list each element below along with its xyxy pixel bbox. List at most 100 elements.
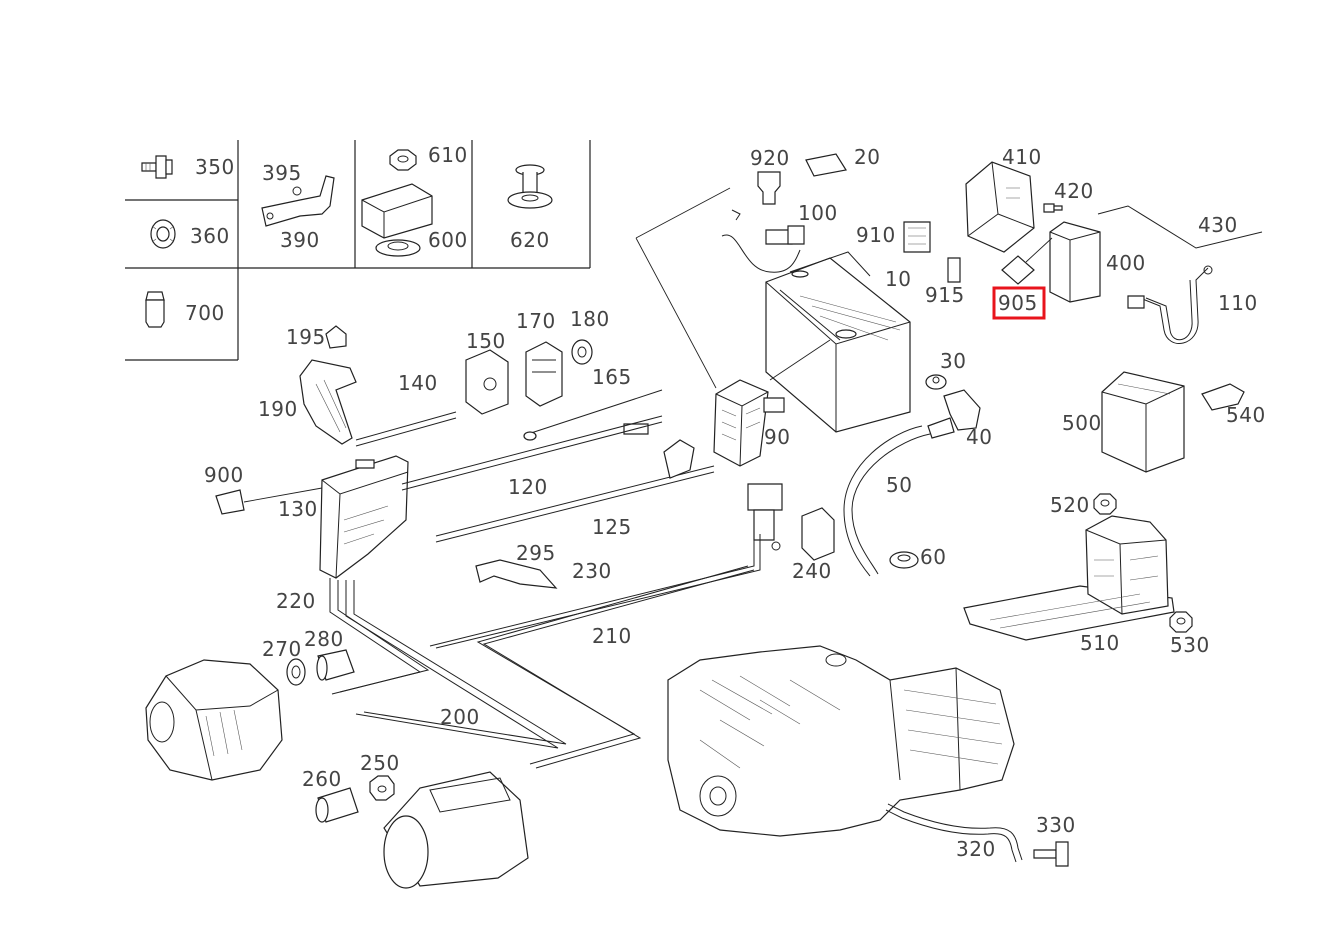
label-250[interactable]: 250 (360, 751, 400, 775)
label-195[interactable]: 195 (286, 325, 326, 349)
label-410[interactable]: 410 (1002, 145, 1042, 169)
label-420[interactable]: 420 (1054, 179, 1094, 203)
cable-220-part[interactable] (329, 578, 430, 695)
label-170[interactable]: 170 (516, 309, 556, 333)
cable-430-part[interactable] (1097, 205, 1263, 249)
cable-120-part[interactable] (401, 415, 663, 491)
label-230[interactable]: 230 (572, 559, 612, 583)
label-190[interactable]: 190 (258, 397, 298, 421)
sensor-900-part[interactable] (215, 487, 323, 515)
relay-assembly-part[interactable] (747, 483, 783, 551)
nut-520-part[interactable] (1093, 493, 1117, 515)
label-110[interactable]: 110 (1218, 291, 1258, 315)
module-170-part[interactable] (525, 341, 563, 407)
label-210[interactable]: 210 (592, 624, 632, 648)
label-915[interactable]: 915 (925, 283, 965, 307)
cable-110-part[interactable] (1127, 265, 1213, 344)
label-610[interactable]: 610 (428, 143, 468, 167)
connector-920-part[interactable] (757, 171, 781, 205)
label-90[interactable]: 90 (764, 425, 790, 449)
label-260[interactable]: 260 (302, 767, 342, 791)
label-390[interactable]: 390 (280, 228, 320, 252)
label-700[interactable]: 700 (185, 301, 225, 325)
fuse-910-part[interactable] (903, 221, 931, 253)
module-150-part[interactable] (465, 349, 509, 415)
nut-360-part[interactable] (150, 219, 176, 249)
label-620[interactable]: 620 (510, 228, 550, 252)
label-430[interactable]: 430 (1198, 213, 1238, 237)
label-280[interactable]: 280 (304, 627, 344, 651)
bracket-295-part[interactable] (475, 559, 558, 589)
label-905[interactable]: 905 (998, 291, 1038, 315)
cap-280-part[interactable] (316, 649, 355, 681)
cable-125-part[interactable] (435, 439, 715, 543)
battery-10-part[interactable] (765, 251, 911, 433)
label-20[interactable]: 20 (854, 145, 880, 169)
nut-250-part[interactable] (369, 775, 395, 801)
label-220[interactable]: 220 (276, 589, 316, 613)
cable-210-part[interactable] (476, 565, 755, 769)
hose-50-part[interactable] (843, 425, 931, 577)
ecu-130-part[interactable] (319, 455, 409, 579)
starter-part[interactable] (383, 771, 529, 889)
label-920[interactable]: 920 (750, 146, 790, 170)
label-905-part[interactable] (1001, 237, 1053, 285)
strap-320-part[interactable] (885, 803, 1023, 863)
label-900[interactable]: 900 (204, 463, 244, 487)
label-500[interactable]: 500 (1062, 411, 1102, 435)
label-530[interactable]: 530 (1170, 633, 1210, 657)
cap-260-part[interactable] (315, 787, 359, 823)
label-270[interactable]: 270 (262, 637, 302, 661)
label-30[interactable]: 30 (940, 349, 966, 373)
plug-30-part[interactable] (925, 374, 947, 390)
spacer-620-part[interactable] (507, 164, 553, 209)
label-180[interactable]: 180 (570, 307, 610, 331)
label-295[interactable]: 295 (516, 541, 556, 565)
label-360[interactable]: 360 (190, 224, 230, 248)
label-600[interactable]: 600 (428, 228, 468, 252)
label-540[interactable]: 540 (1226, 403, 1266, 427)
label-150[interactable]: 150 (466, 329, 506, 353)
label-60[interactable]: 60 (920, 545, 946, 569)
ring-180-part[interactable] (571, 339, 593, 365)
nut-530-part[interactable] (1169, 611, 1193, 633)
vent-40-part[interactable] (927, 389, 981, 439)
label-395[interactable]: 395 (262, 161, 302, 185)
label-40[interactable]: 40 (966, 425, 992, 449)
label-350[interactable]: 350 (195, 155, 235, 179)
label-50[interactable]: 50 (886, 473, 912, 497)
cover-190-part[interactable] (299, 359, 357, 445)
label-400[interactable]: 400 (1106, 251, 1146, 275)
nut-610-part[interactable] (389, 149, 417, 171)
bolt-420-part[interactable] (1043, 203, 1063, 213)
label-140[interactable]: 140 (398, 371, 438, 395)
bolt-350-part[interactable] (141, 155, 173, 179)
spacer-700-part[interactable] (145, 291, 165, 328)
cable-140-part[interactable] (355, 411, 457, 447)
fusebox-90-part[interactable] (713, 379, 785, 467)
cable-100-part[interactable] (721, 209, 805, 273)
label-910[interactable]: 910 (856, 223, 896, 247)
clip-540-part[interactable] (1201, 383, 1245, 411)
label-330[interactable]: 330 (1036, 813, 1076, 837)
relay-240-part[interactable] (801, 507, 835, 561)
clip-915-part[interactable] (947, 257, 961, 283)
mount-600-part[interactable] (361, 183, 433, 257)
label-520[interactable]: 520 (1050, 493, 1090, 517)
highlight-905-box[interactable] (992, 286, 1046, 320)
label-320[interactable]: 320 (956, 837, 996, 861)
bracket-410-part[interactable] (965, 161, 1035, 253)
pad-20-part[interactable] (805, 153, 847, 177)
label-125[interactable]: 125 (592, 515, 632, 539)
cable-200-part[interactable] (345, 580, 567, 749)
clip-195-part[interactable] (325, 325, 347, 349)
ring-270-part[interactable] (286, 658, 306, 686)
engine-transmission-part[interactable] (667, 645, 1015, 837)
tray-510-part[interactable] (963, 515, 1175, 641)
bolt-330-part[interactable] (1033, 841, 1069, 867)
cable-230-part[interactable] (429, 534, 761, 649)
label-120[interactable]: 120 (508, 475, 548, 499)
label-200[interactable]: 200 (440, 705, 480, 729)
label-240[interactable]: 240 (792, 559, 832, 583)
alternator-part[interactable] (145, 659, 283, 781)
